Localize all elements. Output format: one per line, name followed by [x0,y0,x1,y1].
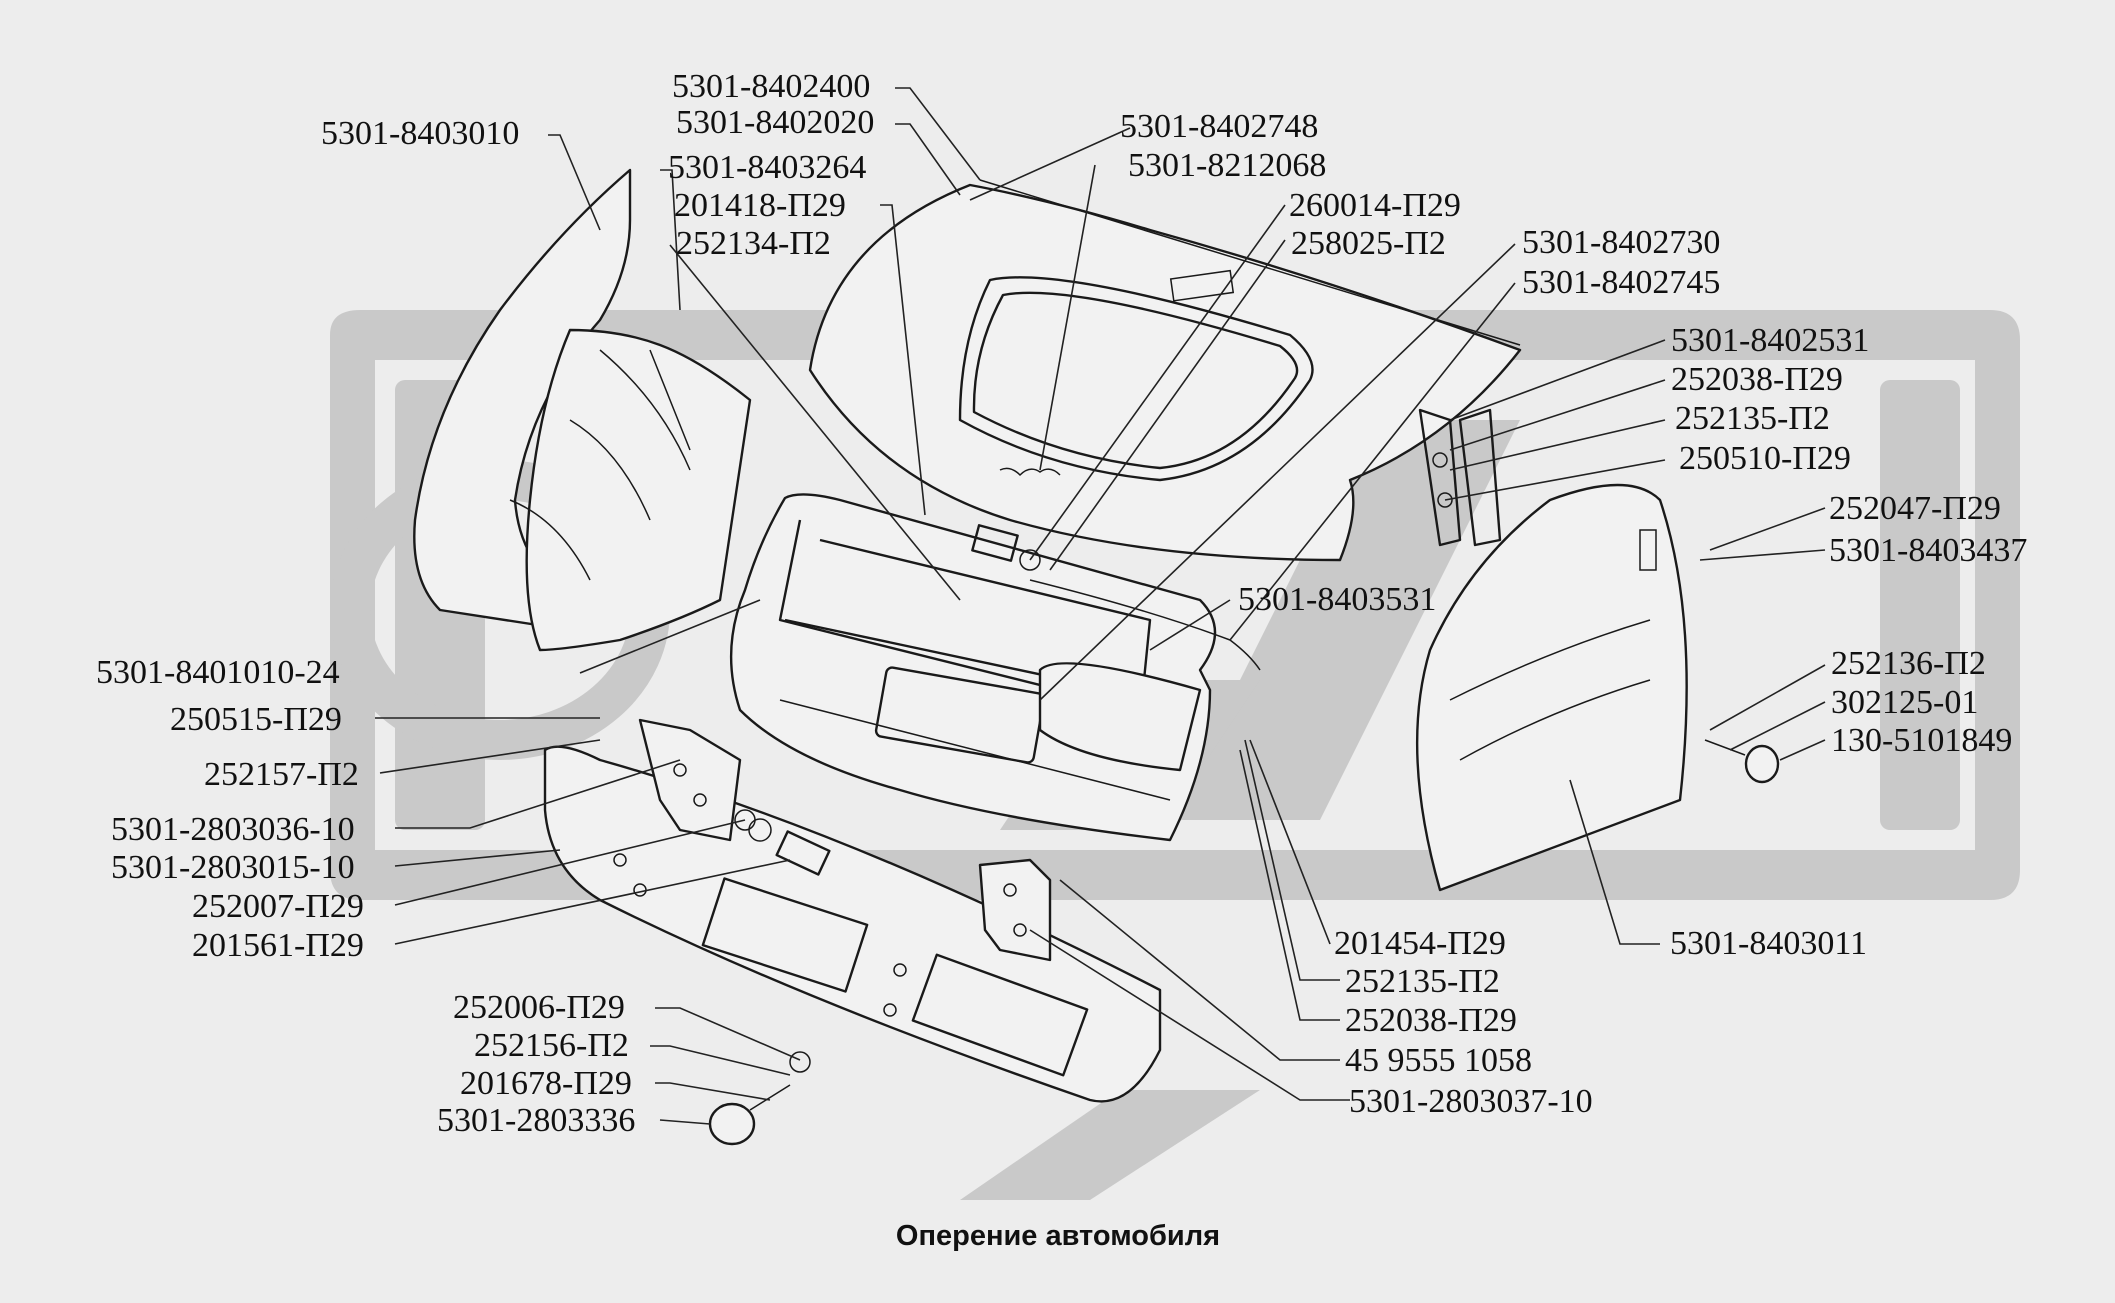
part-label: 250510-П29 [1679,440,1851,477]
left-fender [413,168,752,652]
part-label: 5301-8402400 [672,68,870,105]
part-label: 5301-8401010-24 [96,654,340,691]
part-label: 5301-8403011 [1670,925,1867,962]
part-label: 5301-2803336 [437,1102,635,1139]
part-label: 5301-8402745 [1522,264,1720,301]
hood-cable [1029,579,1261,671]
part-label: 252135-П2 [1345,963,1500,1000]
part-label: 5301-8403010 [321,115,519,152]
part-label: 252006-П29 [453,989,625,1026]
tow-hook-plug [708,1051,811,1146]
part-label: 260014-П29 [1289,187,1461,224]
part-label: 252007-П29 [192,888,364,925]
bumper-bolt [734,809,831,876]
part-label: 302125-01 [1831,684,1978,721]
part-label: 252157-П2 [204,756,359,793]
part-label: 5301-8402531 [1671,322,1869,359]
part-label: 5301-8402020 [676,104,874,141]
part-label: 252135-П2 [1675,400,1830,437]
part-label: 201454-П29 [1334,925,1506,962]
part-label: 5301-8403264 [668,149,866,186]
hood-lock [971,524,1041,571]
part-label: 5301-2803036-10 [111,811,355,848]
part-label: 250515-П29 [170,701,342,738]
right-fender-plug [1704,739,1780,784]
part-label: 258025-П2 [1291,225,1446,262]
part-label: 252047-П29 [1829,490,2001,527]
part-label: 252038-П29 [1345,1002,1517,1039]
part-label: 201418-П29 [674,187,846,224]
part-label: 252156-П2 [474,1027,629,1064]
part-label: 252134-П2 [676,225,831,262]
part-label: 5301-8402748 [1120,108,1318,145]
part-label: 201561-П29 [192,927,364,964]
right-fender [1415,408,1688,892]
part-label: 130-5101849 [1831,722,2012,759]
front-grille-panel [729,493,1217,842]
part-label: 5301-2803015-10 [111,849,355,886]
part-label: 252136-П2 [1831,645,1986,682]
part-label: 201678-П29 [460,1065,632,1102]
part-label: 5301-8402730 [1522,224,1720,261]
part-label: 5301-8403437 [1829,532,2027,569]
diagram-caption: Оперение автомобиля [896,1220,1220,1252]
right-bumper-bracket [978,858,1052,962]
left-bumper-bracket [638,718,742,842]
part-label: 5301-8403531 [1238,581,1436,618]
leader-lines [375,87,1826,1125]
part-label: 252038-П29 [1671,361,1843,398]
part-label: 5301-2803037-10 [1349,1083,1593,1120]
part-label: 45 9555 1058 [1345,1042,1532,1079]
part-label: 5301-8212068 [1128,147,1326,184]
hood-hinge [1418,408,1462,547]
part-labels: 5301-8402400 5301-8402020 5301-8403010 5… [96,68,2027,1139]
